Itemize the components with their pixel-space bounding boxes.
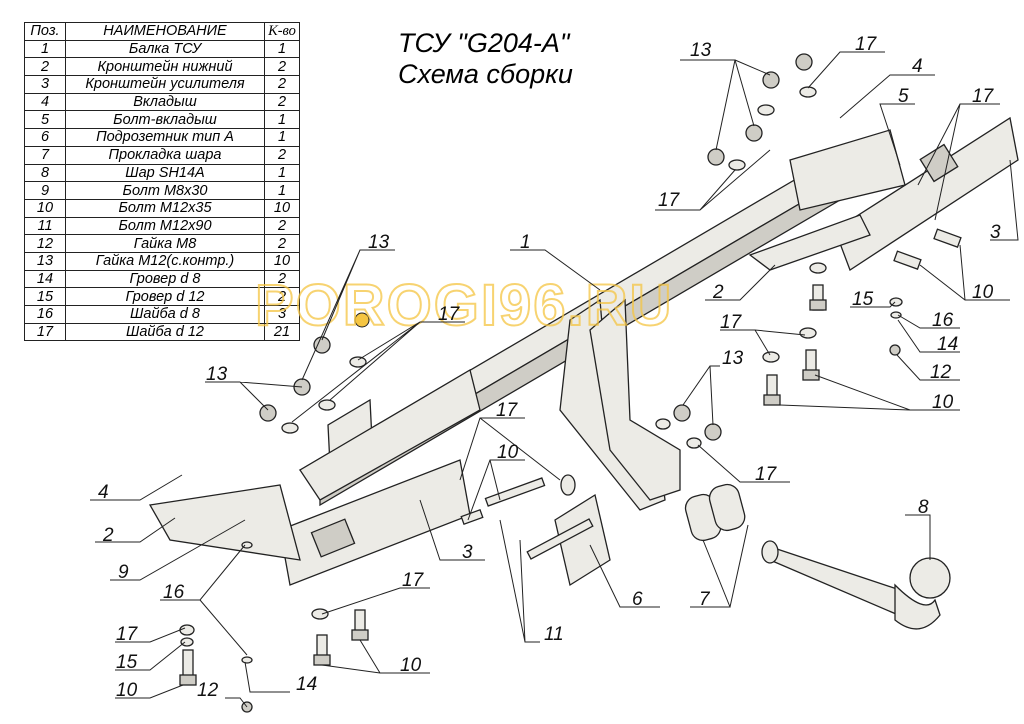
title-line-2: Схема сборки bbox=[398, 59, 573, 89]
callout-label: 17 bbox=[438, 304, 461, 325]
callout-label: 13 bbox=[368, 232, 390, 253]
right-reinforcement-bracket bbox=[834, 116, 1019, 271]
callout-labels: 13 17 4 5 17 17 1 3 2 15 10 16 14 17 13 … bbox=[98, 34, 1001, 701]
callout-label: 13 bbox=[206, 364, 228, 385]
right-lower-bracket bbox=[789, 129, 906, 211]
callout-label: 17 bbox=[972, 86, 995, 107]
position-cell: 10 bbox=[24, 198, 66, 218]
leader-lines bbox=[90, 51, 1019, 708]
callout-label: 12 bbox=[197, 680, 219, 701]
callout-label: 9 bbox=[118, 562, 129, 583]
callout-label: 1 bbox=[520, 232, 531, 253]
callout-label: 5 bbox=[898, 86, 909, 107]
callout-label: 16 bbox=[163, 582, 185, 603]
callout-label: 8 bbox=[918, 497, 929, 518]
callout-label: 17 bbox=[116, 624, 139, 645]
quantity-cell: 2 bbox=[264, 75, 300, 94]
callout-label: 4 bbox=[912, 56, 923, 77]
callout-label: 12 bbox=[930, 362, 952, 383]
nuts-and-washers bbox=[179, 53, 903, 713]
callout-label: 15 bbox=[852, 289, 874, 310]
callout-label: 17 bbox=[755, 464, 778, 485]
callout-label: 13 bbox=[690, 40, 712, 61]
name-cell: Гровер d 8 bbox=[65, 269, 265, 289]
watermark: POROGI96.RU bbox=[255, 273, 673, 338]
callout-label: 17 bbox=[658, 190, 681, 211]
callout-label: 10 bbox=[972, 282, 994, 303]
quantity-cell: 21 bbox=[264, 322, 300, 342]
callout-label: 10 bbox=[400, 655, 422, 676]
callout-label: 10 bbox=[116, 680, 138, 701]
callout-label: 2 bbox=[102, 525, 114, 546]
position-cell: 13 bbox=[24, 251, 66, 271]
callout-label: 16 bbox=[932, 310, 954, 331]
diagram-title: ТСУ "G204-A" Схема сборки bbox=[398, 28, 573, 90]
callout-label: 13 bbox=[722, 348, 744, 369]
callout-label: 7 bbox=[699, 589, 711, 610]
ball-spacer bbox=[708, 483, 746, 532]
title-line-1: ТСУ "G204-A" bbox=[398, 28, 570, 58]
callout-label: 11 bbox=[544, 624, 564, 645]
callout-label: 15 bbox=[116, 652, 138, 673]
callout-label: 2 bbox=[712, 282, 724, 303]
callout-label: 6 bbox=[632, 589, 643, 610]
callout-label: 10 bbox=[497, 442, 519, 463]
position-cell: 15 bbox=[24, 287, 66, 306]
socket-plate bbox=[554, 493, 611, 587]
callout-label: 17 bbox=[855, 34, 878, 55]
quantity-cell: 10 bbox=[264, 198, 300, 218]
callout-label: 17 bbox=[496, 400, 519, 421]
name-cell: Шайба d 12 bbox=[65, 322, 265, 342]
name-cell: Шайба d 8 bbox=[65, 305, 265, 324]
callout-label: 3 bbox=[462, 542, 473, 563]
callout-label: 14 bbox=[937, 334, 958, 355]
callout-label: 17 bbox=[402, 570, 425, 591]
callout-label: 17 bbox=[720, 312, 743, 333]
name-cell: Болт М12х90 bbox=[65, 216, 265, 236]
callout-label: 3 bbox=[990, 222, 1001, 243]
callout-label: 4 bbox=[98, 482, 109, 503]
callout-label: 10 bbox=[932, 392, 954, 413]
quantity-cell: 2 bbox=[264, 57, 300, 77]
left-lower-bracket bbox=[148, 484, 301, 561]
callout-label: 14 bbox=[296, 674, 317, 695]
tow-ball bbox=[761, 540, 951, 630]
